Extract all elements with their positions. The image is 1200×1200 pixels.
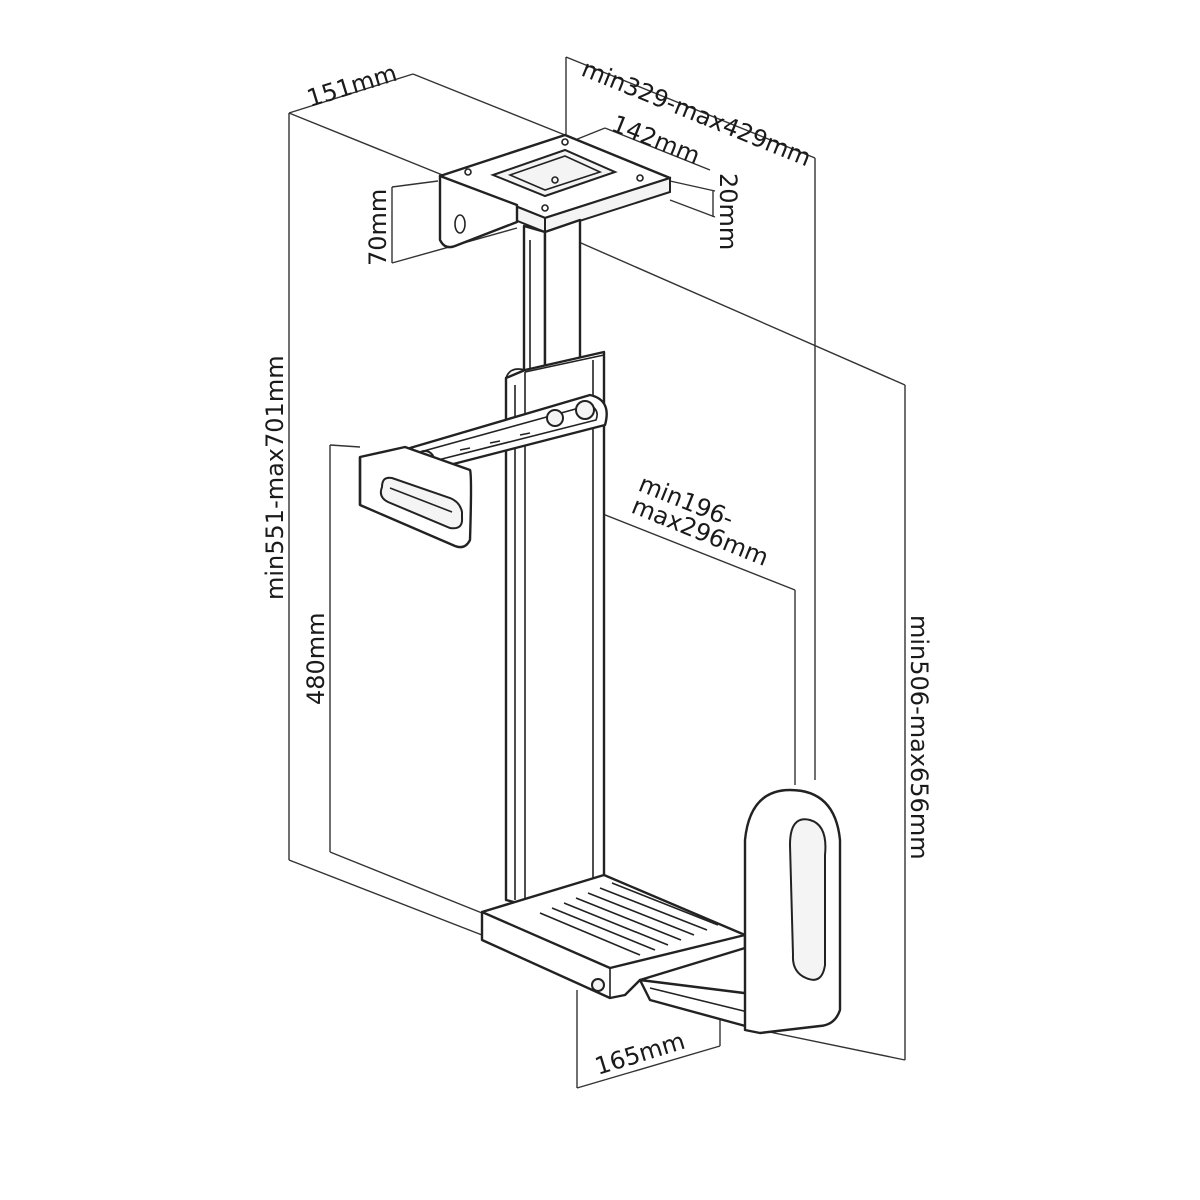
adjustment-screw-icon <box>591 978 605 992</box>
label-lower-height-range: min506-max656mm <box>905 615 933 860</box>
top-clamp-arm <box>358 393 608 549</box>
dim-clamp-line <box>579 504 796 591</box>
dim-depth-line <box>565 56 816 159</box>
dim-165-line <box>576 1045 721 1089</box>
screw-hole-icon <box>454 214 466 234</box>
dim-480-ext-top <box>329 444 361 448</box>
dim-lower-height-ext-bottom <box>759 1029 906 1061</box>
top-mounting-plate <box>438 133 672 249</box>
arm-pivot-icon <box>575 400 595 420</box>
label-70mm: 70mm <box>364 189 392 266</box>
arm-slot-icon <box>379 476 464 530</box>
dim-142-line <box>604 127 711 171</box>
dim-151-line <box>288 73 414 114</box>
label-20mm: 20mm <box>714 173 742 250</box>
label-151mm: 151mm <box>304 59 401 113</box>
dim-151-ext-left <box>288 112 446 177</box>
label-height-range: min551-max701mm <box>261 355 289 600</box>
base-tray <box>480 873 762 1032</box>
arm-bolt-icon <box>546 409 564 427</box>
dim-70-ext-top <box>391 180 439 188</box>
dim-20-ext-bottom <box>669 199 716 218</box>
outer-column <box>504 350 606 907</box>
bracket-slot-icon <box>788 818 827 981</box>
dim-480-ext-bottom <box>329 851 483 914</box>
cpu-holder-drawing <box>358 133 842 1035</box>
dim-20-ext-top <box>669 180 716 192</box>
dim-151-ext-right <box>412 73 566 136</box>
label-480mm: 480mm <box>302 612 330 705</box>
dim-height-ext-bottom <box>288 859 483 936</box>
dim-142-ext <box>574 127 606 141</box>
label-165mm: 165mm <box>592 1027 689 1081</box>
side-bracket <box>743 788 842 1035</box>
vent-slots <box>539 882 719 956</box>
dim-lower-height-ext-top <box>564 235 906 386</box>
